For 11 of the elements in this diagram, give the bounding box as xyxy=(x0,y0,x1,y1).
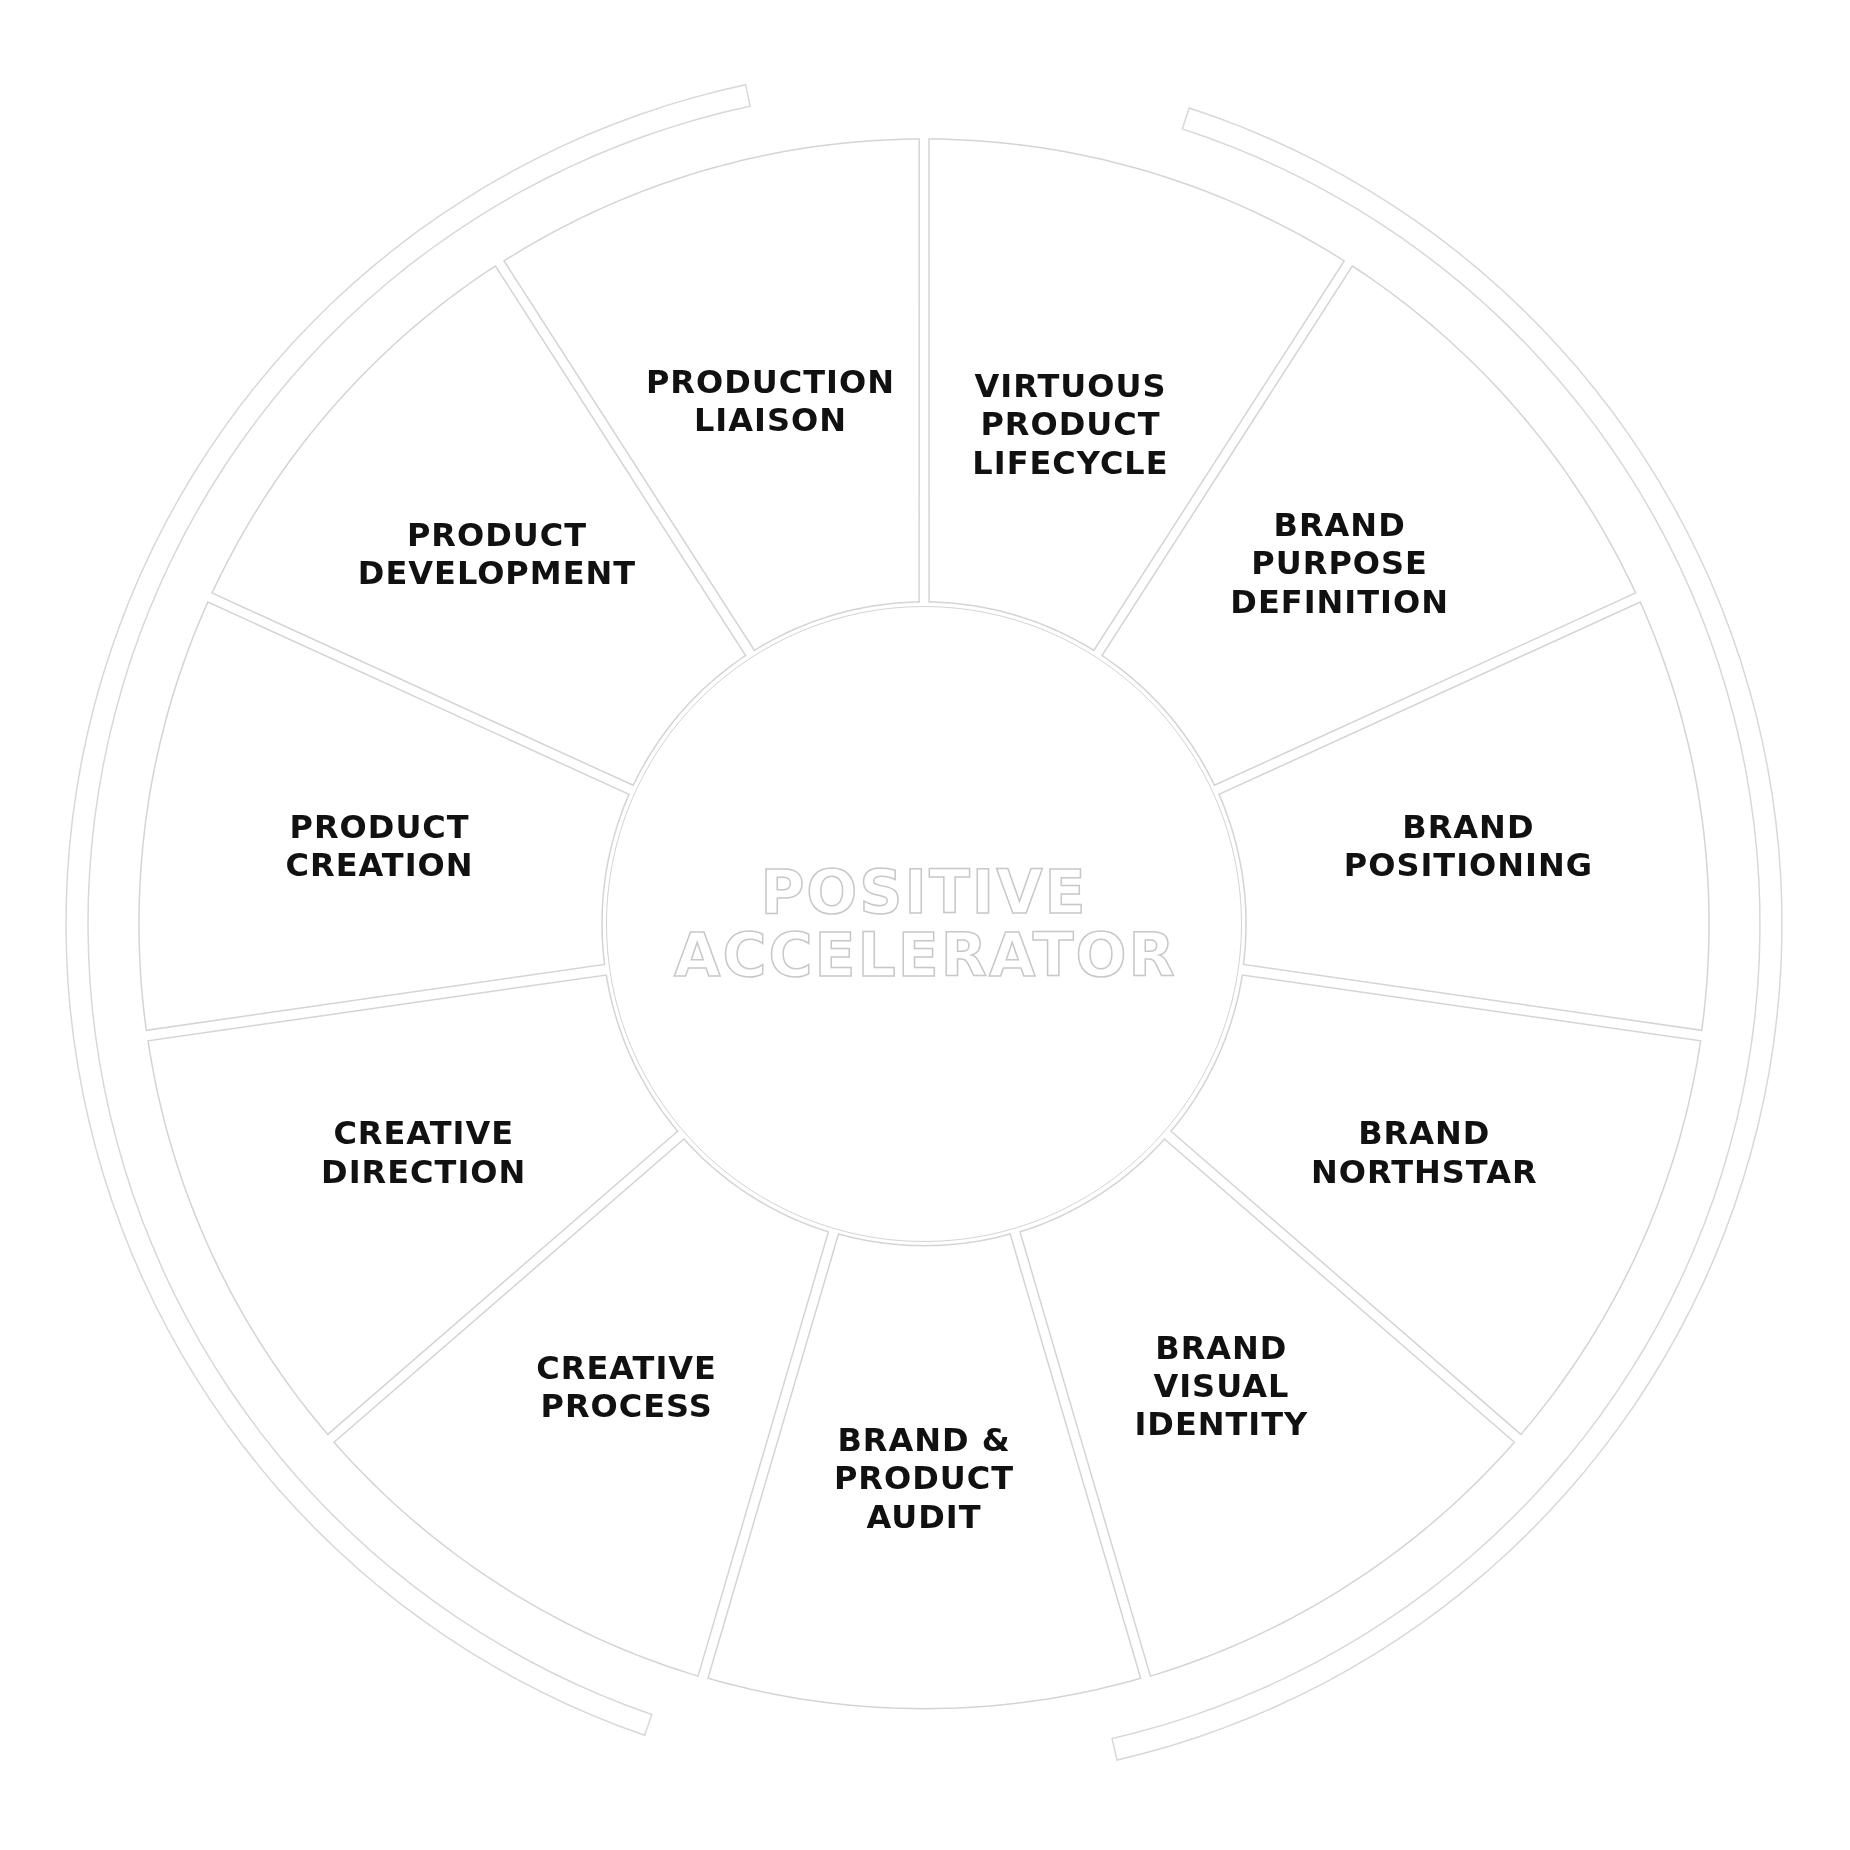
segment-label: PRODUCT DEVELOPMENT xyxy=(356,515,638,593)
segment-label: CREATIVE DIRECTION xyxy=(320,1114,528,1191)
segment-label: BRAND NORTHSTAR xyxy=(1310,1114,1539,1191)
segment-label: CREATIVE PROCESS xyxy=(535,1348,718,1426)
segment-label: BRAND & PRODUCT AUDIT xyxy=(832,1421,1016,1537)
segment-label: BRAND VISUAL IDENTITY xyxy=(1133,1329,1310,1445)
segment-label: VIRTUOUS PRODUCT LIFECYCLE xyxy=(971,367,1170,483)
segment-label: BRAND POSITIONING xyxy=(1342,807,1594,885)
segment-label: BRAND PURPOSE DEFINITION xyxy=(1229,506,1450,622)
segment-label: PRODUCTION LIAISON xyxy=(644,362,896,440)
segment-label: PRODUCT CREATION xyxy=(284,807,475,885)
